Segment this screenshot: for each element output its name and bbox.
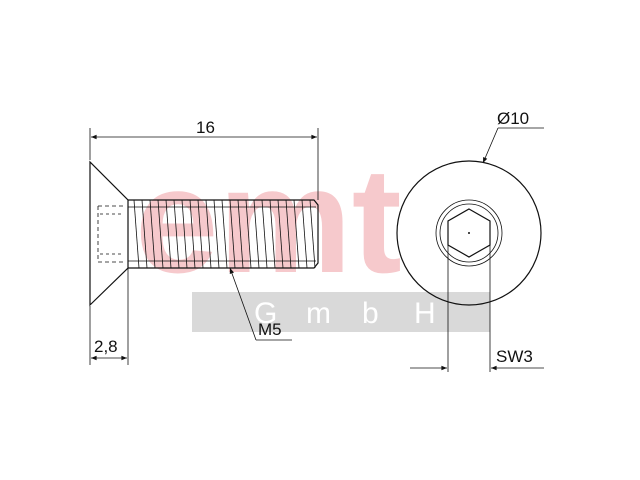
watermark-logo: emt: [135, 136, 402, 304]
thread-line: [245, 199, 252, 269]
watermark-letter-h: H: [414, 297, 436, 330]
thread-line: [229, 199, 236, 269]
thread-line: [181, 199, 188, 269]
dimension-head-height: 2,8: [89, 268, 129, 365]
dimension-length: 16: [89, 118, 319, 200]
watermark-letter-b: b: [362, 297, 379, 330]
thread-line: [133, 199, 140, 269]
thread-line: [221, 199, 228, 269]
socket-size-label: SW3: [496, 347, 533, 366]
thread-line: [261, 199, 268, 269]
dimension-socket-size: SW3: [410, 245, 544, 372]
thread-line: [141, 199, 148, 269]
thread-line: [213, 199, 220, 269]
thread-line: [149, 199, 156, 269]
socket-inner-circle: [439, 203, 499, 263]
thread-leader-line: [229, 267, 257, 341]
thread-line: [189, 199, 196, 269]
thread-label: M5: [258, 320, 282, 339]
thread-line: [293, 199, 300, 269]
watermark-band: [192, 292, 490, 332]
thread-lines: [133, 199, 316, 269]
screw-side-view: [89, 160, 319, 307]
head-diameter-label: Ø10: [497, 109, 529, 128]
socket-circle: [435, 199, 503, 267]
thread-line: [157, 199, 164, 269]
thread-line: [165, 199, 172, 269]
length-label: 16: [196, 118, 215, 137]
thread-line: [301, 199, 308, 269]
dimension-head-diameter: Ø10: [482, 109, 544, 164]
thread-line: [269, 199, 276, 269]
center-point: [468, 232, 470, 234]
thread-callout: M5: [229, 267, 292, 341]
thread-line: [277, 199, 284, 269]
diameter-leader-line: [482, 127, 499, 164]
watermark-letter-m: m: [306, 297, 331, 330]
head-circle: [396, 160, 542, 306]
head-height-label: 2,8: [94, 337, 118, 356]
screw-head-outline: [89, 160, 129, 307]
watermark-letter-g: G: [254, 297, 277, 330]
thread-line: [173, 199, 180, 269]
screw-head-top-view: [396, 160, 542, 306]
thread-line: [309, 199, 316, 269]
thread-line: [197, 199, 204, 269]
hex-socket: [447, 208, 491, 258]
thread-line: [205, 199, 212, 269]
thread-line: [237, 199, 244, 269]
thread-line: [285, 199, 292, 269]
thread-line: [253, 199, 260, 269]
